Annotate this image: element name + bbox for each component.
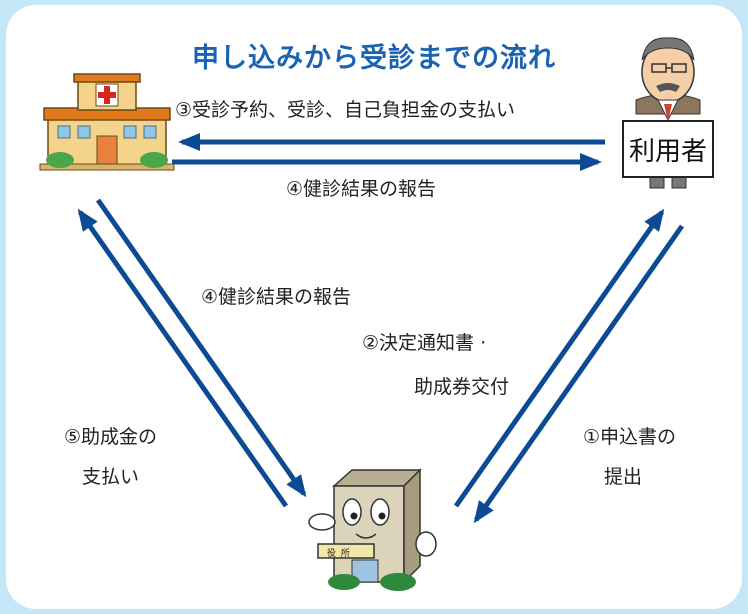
arrow-user-to-office: [473, 224, 685, 524]
label-notice-line1: ②決定通知書 ·: [362, 332, 487, 354]
label-apply-line1: ①申込書の: [583, 426, 677, 448]
label-payment-line1: ⑤助成金の: [64, 426, 158, 448]
city-office-icon: [308, 468, 437, 591]
arrow-office-to-hospital: [77, 208, 289, 508]
label-report-left: ④健診結果の報告: [201, 286, 352, 308]
arrow-hospital-to-office: [95, 198, 307, 498]
label-report-top: ④健診結果の報告: [286, 178, 437, 200]
page-title: 申し込みから受診までの流れ: [192, 43, 556, 74]
user-label: 利用者: [628, 136, 707, 167]
label-payment-line2: 支払い: [82, 466, 140, 488]
hospital-icon: [39, 73, 175, 171]
office-sign-label: 役 所: [327, 549, 351, 559]
user-person-icon: [635, 37, 701, 189]
arrow-office-to-user: [453, 208, 665, 508]
label-notice-line2: 助成券交付: [414, 376, 510, 398]
label-booking-payment: ③受診予約、受診、自己負担金の支払い: [175, 99, 516, 121]
user-sign: 利用者: [622, 120, 714, 178]
label-apply-line2: 提出: [604, 466, 643, 488]
